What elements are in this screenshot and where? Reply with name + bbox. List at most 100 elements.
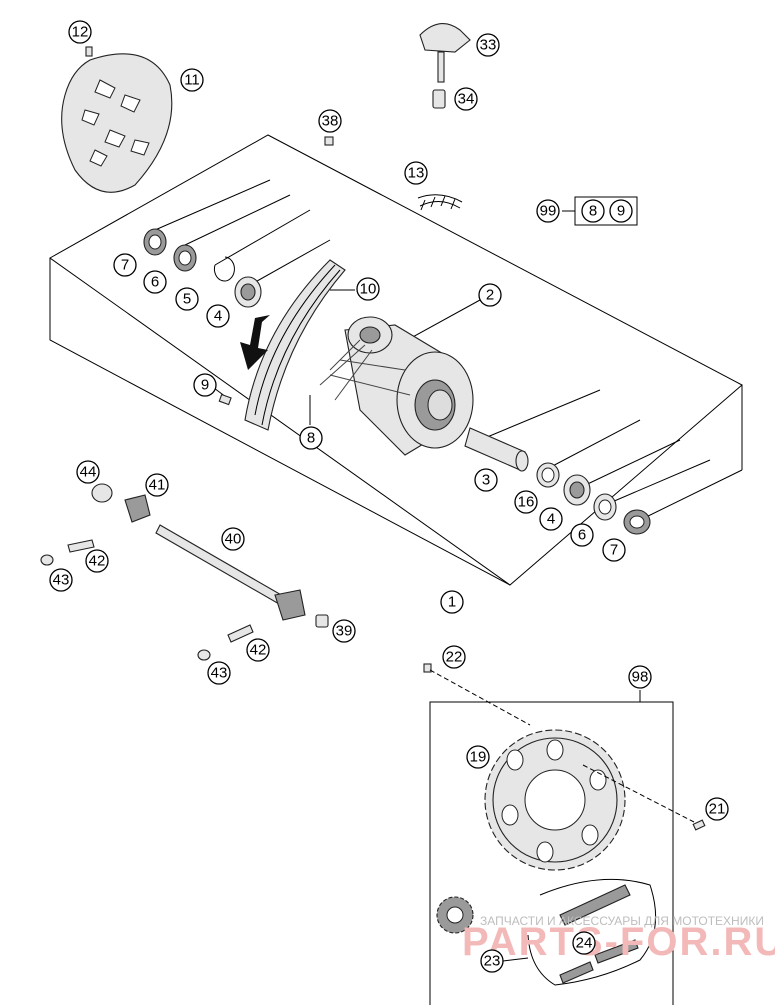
wheel-hub: [319, 316, 474, 456]
callout-43-a: 43: [49, 568, 73, 592]
callout-23: 23: [480, 949, 504, 973]
callout-11: 11: [180, 68, 204, 92]
spacer-right: [593, 493, 617, 521]
rotation-arrow-icon: [240, 315, 270, 370]
svg-text:7: 7: [121, 257, 129, 274]
svg-text:41: 41: [149, 477, 166, 494]
svg-text:16: 16: [518, 494, 535, 511]
watermark: ЗАПЧАСТИ И АКСЕССУАРЫ ДЛЯ МОТОТЕХНИКИ PA…: [462, 914, 775, 964]
callouts: 12 11 33 34 38 13 7 6 5 4 10 2 9 8 3 16 …: [49, 20, 729, 973]
svg-text:23: 23: [484, 953, 501, 970]
drive-chain: [527, 878, 657, 986]
callout-98: 98: [628, 665, 652, 689]
svg-text:24: 24: [576, 935, 593, 952]
axle-nut: [91, 483, 113, 503]
front-sprocket: [436, 896, 474, 934]
callout-8: 8: [299, 426, 323, 450]
spacer-left: [173, 244, 197, 272]
callout-4-left: 4: [206, 304, 230, 328]
svg-text:2: 2: [486, 287, 494, 304]
svg-text:3: 3: [482, 472, 490, 489]
callout-42-a: 42: [85, 549, 109, 573]
spacer-ring: [536, 462, 560, 488]
callout-4-right: 4: [539, 507, 563, 531]
spoke-nipple: [218, 393, 232, 406]
adjuster-nut-1: [40, 554, 54, 566]
callout-41: 41: [145, 473, 169, 497]
rim-band-part: [417, 194, 463, 211]
svg-text:19: 19: [470, 749, 487, 766]
callout-16: 16: [514, 490, 538, 514]
svg-text:38: 38: [322, 113, 339, 130]
svg-text:7: 7: [610, 542, 618, 559]
callout-99: 99: [540, 203, 557, 220]
svg-text:4: 4: [547, 511, 555, 528]
callout-3: 3: [474, 468, 498, 492]
callout-12: 12: [68, 20, 92, 44]
svg-text:9: 9: [201, 377, 209, 394]
callout-42-b: 42: [246, 638, 270, 662]
callout-38: 38: [318, 109, 342, 133]
watermark-tagline: ЗАПЧАСТИ И АКСЕССУАРЫ ДЛЯ МОТОТЕХНИКИ: [480, 914, 764, 928]
adjuster-nut-2: [197, 649, 211, 661]
chain-adjuster-right: [274, 589, 306, 621]
disc-bolt: [85, 46, 93, 57]
callout-39: 39: [332, 619, 356, 643]
svg-text:13: 13: [408, 165, 425, 182]
svg-text:40: 40: [225, 531, 242, 548]
sprocket-screw: [582, 764, 706, 831]
callout-34: 34: [454, 87, 478, 111]
callout-6-right: 6: [570, 523, 594, 547]
callout-21: 21: [705, 797, 729, 821]
svg-text:34: 34: [458, 91, 475, 108]
small-plug-part: [324, 136, 334, 146]
callout-6-left: 6: [143, 270, 167, 294]
adjuster-bolt-2: [227, 624, 254, 643]
brake-disc: [61, 53, 173, 193]
callout-10: 10: [356, 277, 380, 301]
svg-text:8: 8: [307, 430, 315, 447]
svg-text:44: 44: [80, 464, 97, 481]
svg-text:98: 98: [632, 669, 649, 686]
callout-44: 44: [76, 460, 100, 484]
wheel-rim: [244, 259, 346, 431]
callout-24: 24: [572, 931, 596, 955]
axle-plug: [315, 614, 329, 628]
callout-2: 2: [478, 283, 502, 307]
svg-text:43: 43: [53, 572, 70, 589]
callout-kit-8: 8: [589, 203, 597, 220]
svg-text:11: 11: [184, 72, 200, 89]
rear-sprocket: [484, 729, 626, 871]
svg-text:21: 21: [709, 801, 726, 818]
svg-text:5: 5: [183, 291, 191, 308]
callout-33: 33: [476, 33, 500, 57]
callout-7-left: 7: [113, 253, 137, 277]
svg-text:33: 33: [480, 37, 497, 54]
adjuster-bolt-1: [67, 539, 95, 553]
svg-text:1: 1: [448, 594, 456, 611]
chain-adjuster-left: [124, 494, 151, 523]
svg-text:4: 4: [214, 308, 222, 325]
wheel-assembly-frame: [49, 134, 743, 586]
bearing-right: [563, 474, 591, 506]
svg-text:22: 22: [446, 649, 463, 666]
kit-box: 99 8 9: [536, 196, 638, 226]
circlip: [213, 256, 235, 282]
seal-right: [623, 509, 651, 535]
valve-cap-part: [419, 23, 471, 83]
svg-text:10: 10: [360, 281, 377, 298]
callout-5: 5: [175, 287, 199, 311]
svg-text:39: 39: [336, 623, 353, 640]
svg-text:6: 6: [578, 527, 586, 544]
callout-22: 22: [442, 645, 466, 669]
axle-spacer: [464, 427, 529, 472]
callout-40: 40: [221, 527, 245, 551]
svg-text:42: 42: [250, 642, 267, 659]
seal-left: [143, 228, 167, 256]
watermark-brand: PARTS-FOR.RU: [462, 920, 775, 964]
svg-text:42: 42: [89, 553, 106, 570]
callout-43-b: 43: [207, 661, 231, 685]
callout-1: 1: [440, 590, 464, 614]
svg-text:6: 6: [151, 274, 159, 291]
